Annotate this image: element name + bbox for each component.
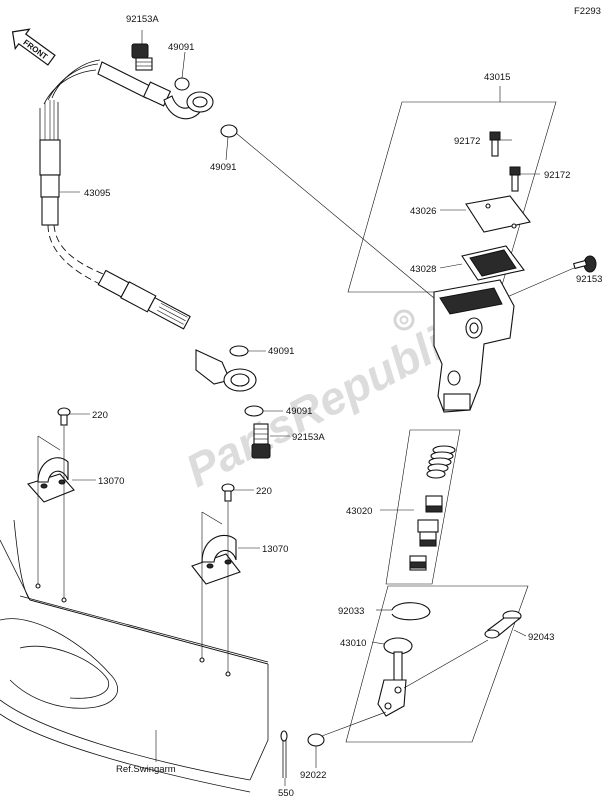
piston-cup xyxy=(425,495,443,513)
label-43015: 43015 xyxy=(484,72,510,83)
label-ref-swingarm: Ref.Swingarm xyxy=(116,764,176,775)
cotter-pin xyxy=(280,730,288,778)
label-43095: 43095 xyxy=(84,188,110,199)
piston xyxy=(417,519,439,547)
label-13070-b: 13070 xyxy=(262,544,288,555)
label-43020: 43020 xyxy=(346,506,372,517)
label-49091-b: 49091 xyxy=(210,162,236,173)
label-220-b: 220 xyxy=(256,486,272,497)
diagram-code: F2293 xyxy=(574,6,601,17)
reservoir-cap xyxy=(465,195,531,233)
label-13070-a: 13070 xyxy=(98,476,124,487)
label-220-a: 220 xyxy=(92,410,108,421)
label-43010: 43010 xyxy=(340,638,366,649)
label-92022: 92022 xyxy=(300,770,326,781)
banjo-bolt-bottom xyxy=(251,423,271,459)
master-cylinder-body xyxy=(433,279,515,413)
washer-49091-d xyxy=(244,405,264,417)
bolt-92172-a xyxy=(489,131,501,157)
pin-92043 xyxy=(484,610,522,639)
label-92172-a: 92172 xyxy=(454,136,480,147)
label-92153: 92153 xyxy=(576,274,602,285)
watermark-gear-icon xyxy=(393,309,415,331)
label-92153A-top: 92153A xyxy=(126,14,159,25)
push-rod xyxy=(377,637,413,717)
banjo-bolt-top xyxy=(131,43,153,71)
piston-spring xyxy=(426,445,456,479)
washer-92022 xyxy=(307,733,325,747)
washer-49091-a xyxy=(174,77,190,91)
clamp-13070-a xyxy=(27,457,75,503)
bolt-220-b xyxy=(221,483,235,502)
group-box-43015 xyxy=(347,101,557,293)
label-49091-a: 49091 xyxy=(168,42,194,53)
label-92172-b: 92172 xyxy=(544,170,570,181)
label-43028: 43028 xyxy=(410,264,436,275)
washer-49091-c xyxy=(229,345,249,357)
screw-92153 xyxy=(573,255,597,273)
washer-49091-b xyxy=(220,124,238,138)
bolt-92172-b xyxy=(509,166,521,192)
front-arrow-icon: FRONT xyxy=(11,28,56,66)
swingarm-outline xyxy=(0,519,269,793)
label-92033: 92033 xyxy=(338,606,364,617)
circlip xyxy=(391,602,431,621)
bolt-220-a xyxy=(57,407,71,426)
label-43026: 43026 xyxy=(410,206,436,217)
label-92153A-bottom: 92153A xyxy=(292,432,325,443)
group-box-43010 xyxy=(345,585,529,743)
brake-hose xyxy=(39,59,257,392)
label-49091-d: 49091 xyxy=(286,406,312,417)
label-550: 550 xyxy=(278,788,294,799)
label-49091-c: 49091 xyxy=(268,346,294,357)
clamp-13070-b xyxy=(191,534,241,585)
piston-seal xyxy=(409,555,427,571)
label-92043: 92043 xyxy=(528,632,554,643)
group-box-43020 xyxy=(385,429,461,585)
